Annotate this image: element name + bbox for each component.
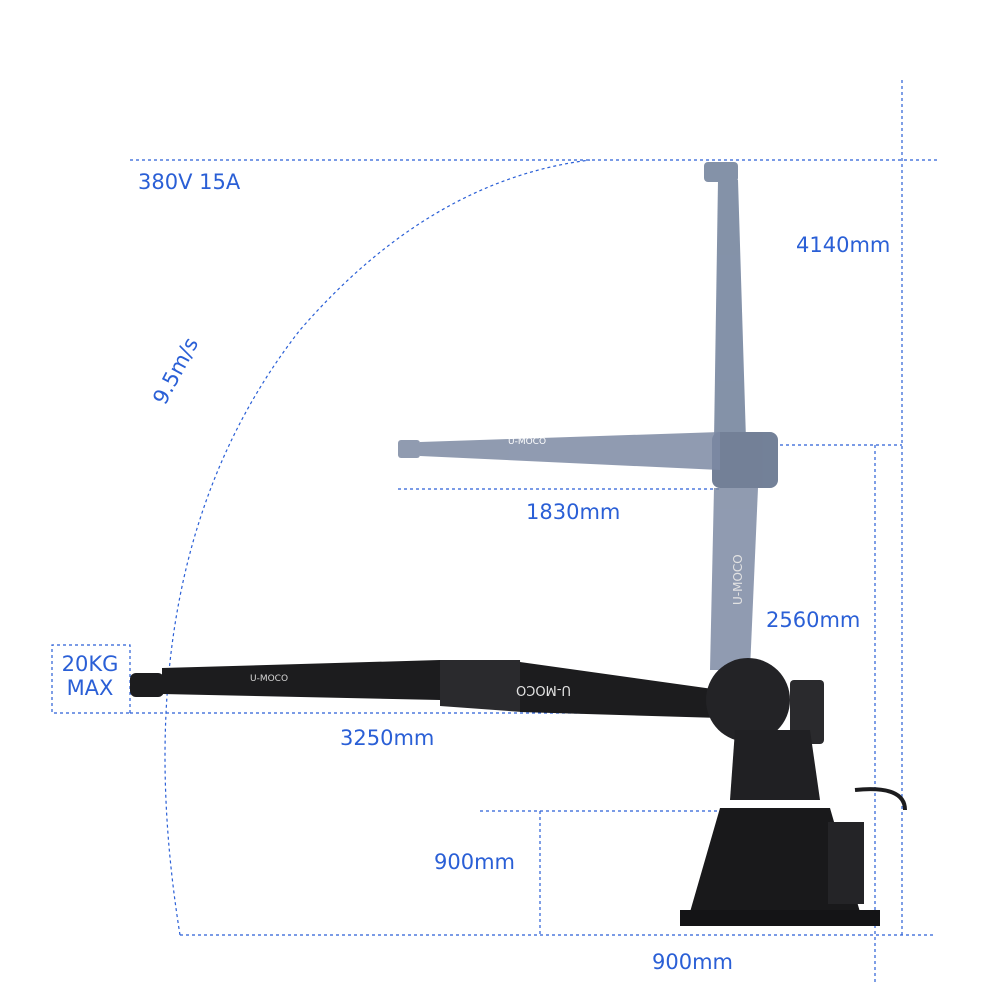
ghost-logo-vertical: U-MOCO	[739, 272, 750, 314]
ghost-arm-horizontal	[398, 432, 720, 470]
control-box	[828, 822, 864, 904]
column-height-label: 2560mm	[766, 608, 861, 632]
base-frame	[690, 808, 860, 912]
cable	[854, 787, 907, 811]
forearm-housing	[440, 660, 522, 712]
shoulder-joint	[706, 658, 790, 742]
arm-logo-upper: U-MOCO	[516, 682, 571, 697]
dimension-lines	[51, 80, 938, 985]
payload-value: 20KG	[61, 652, 119, 676]
motor-unit	[790, 680, 824, 744]
ghost-logo-horizontal: U-MOCO	[508, 437, 546, 447]
ghost-arm-vertical	[704, 162, 778, 670]
ghost-elbow-joint	[712, 432, 778, 488]
speed-arc	[164, 159, 591, 936]
upper-reach-label: 1830mm	[526, 500, 621, 524]
payload-max: MAX	[66, 676, 114, 701]
ghost-column-link	[710, 488, 758, 670]
turret	[730, 730, 820, 800]
max-height-label: 4140mm	[796, 233, 891, 257]
ghost-upper-link	[714, 180, 746, 440]
base-height-label: 900mm	[434, 850, 515, 874]
ghost-forearm	[420, 432, 720, 470]
main-arm	[130, 658, 880, 926]
payload-label: 20KG MAX	[54, 652, 126, 700]
arm-logo-forearm: U-MOCO	[250, 674, 288, 684]
payload-box	[51, 644, 131, 714]
arm-logo-column: U-MOCO	[731, 554, 745, 605]
ghost-wrist-left	[398, 440, 420, 458]
power-label: 380V 15A	[138, 170, 241, 194]
base-plate	[680, 910, 880, 926]
upper-link	[520, 662, 720, 718]
ghost-wrist-top	[704, 162, 738, 182]
base-width-label: 900mm	[652, 950, 733, 974]
end-effector	[130, 673, 164, 697]
max-reach-label: 3250mm	[340, 726, 435, 750]
forearm-link	[162, 660, 440, 700]
